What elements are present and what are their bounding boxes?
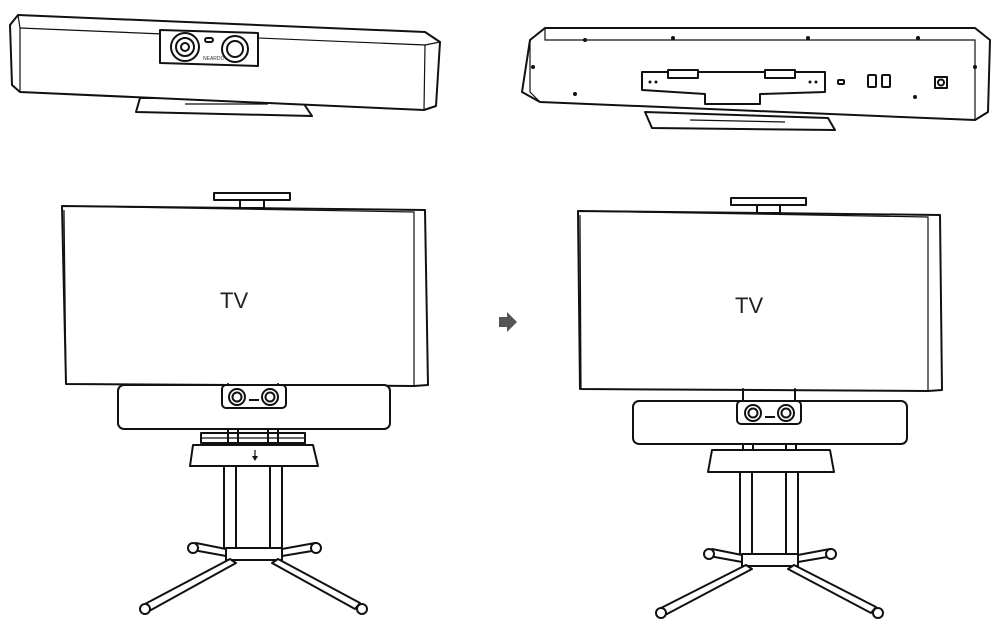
camera-bar-rear-view (521, 27, 991, 131)
camera-bar-right (632, 400, 908, 445)
tv-screen-left: TV (61, 205, 429, 387)
camera-lens-left-icon (170, 32, 200, 62)
arrow-right-icon (499, 312, 517, 332)
stand-base-left (139, 542, 368, 615)
tv-screen-right: TV (577, 210, 943, 392)
tv-label-left: TV (220, 288, 248, 313)
camera-bar-front-view: NEARDO (9, 14, 441, 117)
stand-shelf-left (189, 444, 319, 467)
tv-label-right: TV (735, 293, 763, 318)
tv-stand-assembly-after: TV (577, 197, 943, 619)
camera-lens-right-icon (221, 35, 249, 63)
tv-stand-assembly-before: TV (61, 192, 429, 615)
power-port-icon (934, 76, 948, 89)
camera-bar-left (117, 384, 391, 430)
brand-label: NEARDO (203, 56, 225, 62)
stand-shelf-right (707, 449, 835, 473)
usb-port-icon (867, 74, 891, 88)
stand-base-right (655, 548, 884, 619)
arrow-down-icon (252, 450, 258, 461)
